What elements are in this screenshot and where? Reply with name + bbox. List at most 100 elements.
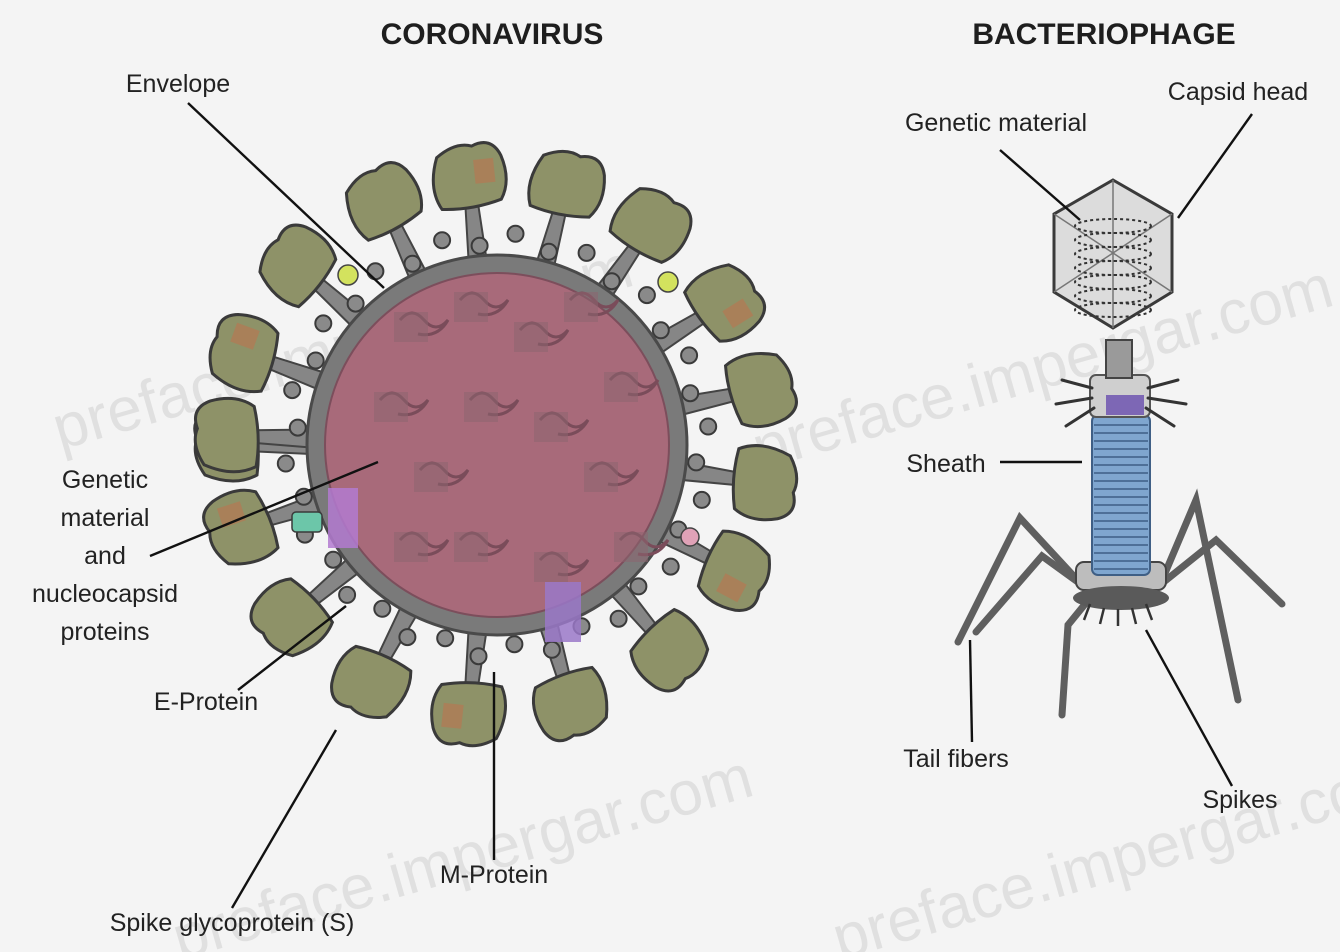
- e-protein-marker: [658, 272, 678, 292]
- genetic-material-label-line: Genetic: [62, 466, 148, 494]
- neck: [1106, 340, 1132, 378]
- genetic-material-label-line: and: [84, 542, 126, 570]
- nucleocapsid-protein: [564, 292, 598, 322]
- spike-head-patch: [473, 158, 495, 184]
- membrane-protein-knob: [682, 385, 698, 401]
- capsid-head-leader-line: [1178, 114, 1252, 218]
- spike-head: [198, 483, 281, 572]
- spikes-leader-line: [1146, 630, 1232, 786]
- collar-band: [1106, 395, 1144, 415]
- membrane-protein-knob: [437, 630, 453, 646]
- membrane-protein-knob: [611, 611, 627, 627]
- viral-interior: [325, 273, 669, 617]
- bacteriophage-title: BACTERIOPHAGE: [972, 18, 1235, 51]
- membrane-protein-knob: [315, 315, 331, 331]
- collar-whisker: [1056, 398, 1092, 404]
- membrane-protein-knob: [284, 382, 300, 398]
- spike-head: [430, 140, 509, 211]
- genetic-material-label-line: material: [61, 504, 150, 532]
- spike-head: [428, 678, 507, 749]
- nucleocapsid-protein: [534, 412, 568, 442]
- tail-sheath: [1092, 415, 1150, 575]
- membrane-protein-knob: [630, 578, 646, 594]
- spike-head: [524, 144, 611, 224]
- nucleocapsid-protein: [514, 322, 548, 352]
- e-protein-patch: [328, 488, 358, 548]
- capsid-head-label: Capsid head: [1168, 78, 1308, 106]
- base-spike: [1100, 608, 1104, 624]
- e-protein-marker: [681, 528, 699, 546]
- watermark-text: preface.impergar.com: [825, 742, 1340, 952]
- collar-whisker: [1148, 398, 1186, 404]
- nucleocapsid-protein: [534, 552, 568, 582]
- membrane-protein-knob: [278, 456, 294, 472]
- membrane-protein-knob: [508, 226, 524, 242]
- membrane-protein-knob: [694, 492, 710, 508]
- membrane-protein-knob: [506, 636, 522, 652]
- tail-fibers-label: Tail fibers: [903, 745, 1009, 773]
- phage-genetic-material-label: Genetic material: [905, 109, 1087, 137]
- e-protein-patch: [545, 582, 581, 642]
- membrane-protein-knob: [374, 601, 390, 617]
- membrane-protein-knob: [681, 347, 697, 363]
- membrane-protein-knob: [367, 263, 383, 279]
- bacteriophage-illustration: [958, 180, 1282, 715]
- membrane-protein-knob: [653, 322, 669, 338]
- spike-head: [690, 525, 781, 619]
- nucleocapsid-protein: [464, 392, 498, 422]
- genetic-material-label-line: nucleocapsid: [32, 580, 178, 608]
- nucleocapsid-protein: [394, 312, 428, 342]
- membrane-protein-knob: [405, 256, 421, 272]
- membrane-protein-knob: [348, 296, 364, 312]
- spikes-label: Spikes: [1202, 786, 1277, 814]
- spike-head: [527, 664, 615, 745]
- e-protein-marker: [292, 512, 322, 532]
- coronavirus-title: CORONAVIRUS: [381, 18, 604, 51]
- membrane-protein-knob: [434, 232, 450, 248]
- membrane-protein-knob: [541, 244, 557, 260]
- sheath-label: Sheath: [906, 450, 985, 478]
- membrane-protein-knob: [339, 587, 355, 603]
- nucleocapsid-protein: [454, 292, 488, 322]
- nucleocapsid-protein: [604, 372, 638, 402]
- nucleocapsid-protein: [454, 532, 488, 562]
- genetic-material-label: Genetic material and nucleocapsid protei…: [32, 466, 178, 646]
- nucleocapsid-protein: [374, 392, 408, 422]
- nucleocapsid-protein: [414, 462, 448, 492]
- membrane-protein-knob: [308, 353, 324, 369]
- membrane-protein-knob: [472, 238, 488, 254]
- watermark-text: preface.impergar.com: [745, 252, 1340, 484]
- spike-head: [337, 155, 430, 244]
- base-plate-rim: [1073, 586, 1169, 610]
- spike-glycoprotein-label: Spike glycoprotein (S): [110, 909, 355, 937]
- membrane-protein-knob: [579, 245, 595, 261]
- spike-head-patch: [441, 703, 463, 729]
- phage-genetic-material-leader-line: [1000, 150, 1080, 220]
- nucleocapsid-protein: [394, 532, 428, 562]
- e-protein-marker: [338, 265, 358, 285]
- collar-whisker: [1066, 408, 1094, 426]
- nucleocapsid-protein: [614, 532, 648, 562]
- spike-head: [680, 254, 773, 350]
- membrane-protein-knob: [290, 420, 306, 436]
- tail-fibers-leader-line: [970, 640, 972, 742]
- membrane-protein-knob: [544, 642, 560, 658]
- spike-head: [322, 638, 416, 729]
- collar-whisker: [1148, 380, 1178, 388]
- m-protein-label: M-Protein: [440, 861, 548, 889]
- base-spike: [1132, 608, 1136, 624]
- membrane-protein-knob: [688, 454, 704, 470]
- nucleocapsid-protein: [584, 462, 618, 492]
- envelope-label: Envelope: [126, 70, 230, 98]
- coronavirus-illustration: [194, 140, 802, 749]
- spike-head: [728, 443, 801, 524]
- e-protein-label: E-Protein: [154, 688, 258, 716]
- membrane-protein-knob: [663, 559, 679, 575]
- membrane-protein-knob: [700, 419, 716, 435]
- genetic-material-label-line: proteins: [61, 618, 150, 646]
- spike-head: [194, 397, 260, 472]
- membrane-protein-knob: [639, 287, 655, 303]
- membrane-protein-knob: [399, 629, 415, 645]
- membrane-protein-knob: [471, 648, 487, 664]
